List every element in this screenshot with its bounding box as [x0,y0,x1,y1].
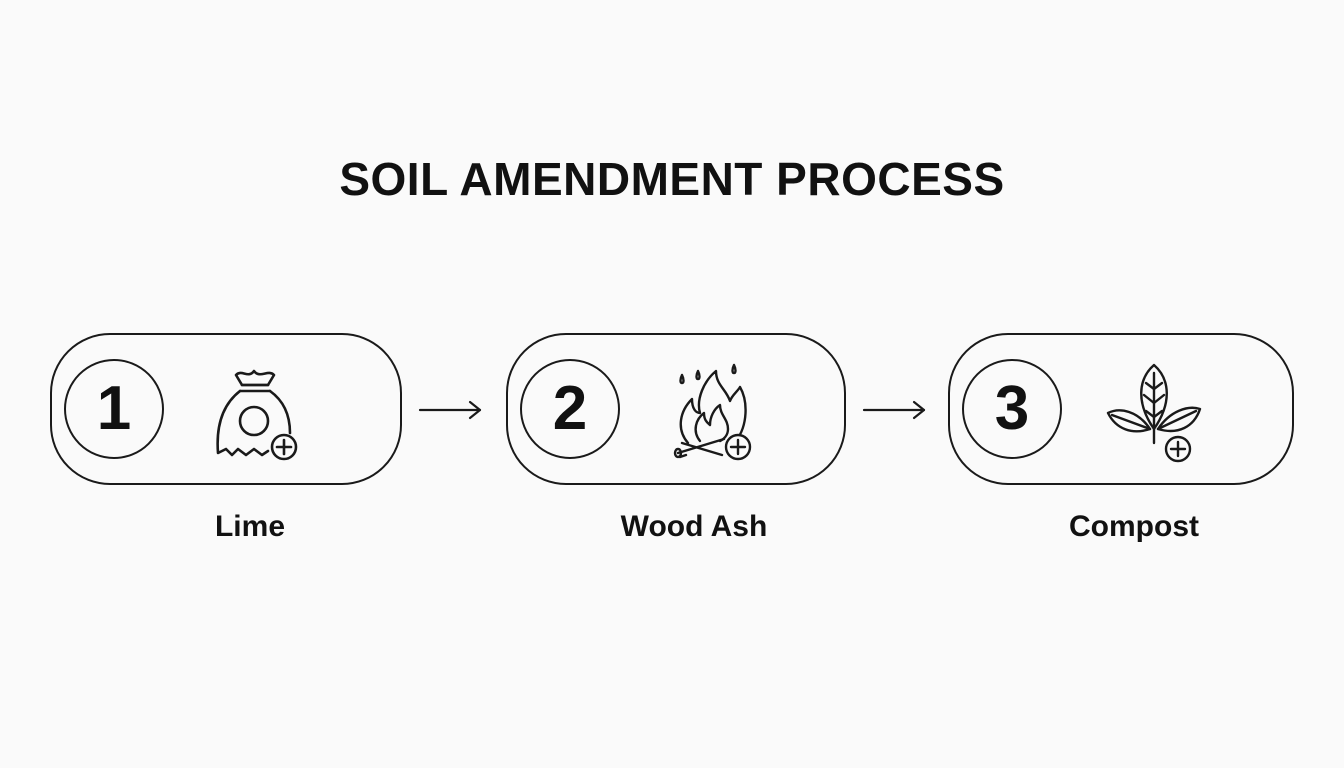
step-label-wood-ash: Wood Ash [620,510,768,543]
step-number-badge: 1 [64,359,164,459]
arrow-right-icon [862,398,928,422]
step-label-lime: Lime [214,510,286,543]
step-card-lime: 1 [50,333,402,485]
leaves-plus-icon [1098,355,1208,465]
fire-plus-icon [658,355,768,465]
step-number-badge: 3 [962,359,1062,459]
step-card-compost: 3 [948,333,1294,485]
step-label-compost: Compost [1069,510,1199,543]
arrow-right-icon [418,398,484,422]
step-number-badge: 2 [520,359,620,459]
diagram-title: SOIL AMENDMENT PROCESS [339,153,1005,205]
step-card-wood-ash: 2 [506,333,846,485]
bag-plus-icon [202,355,312,465]
